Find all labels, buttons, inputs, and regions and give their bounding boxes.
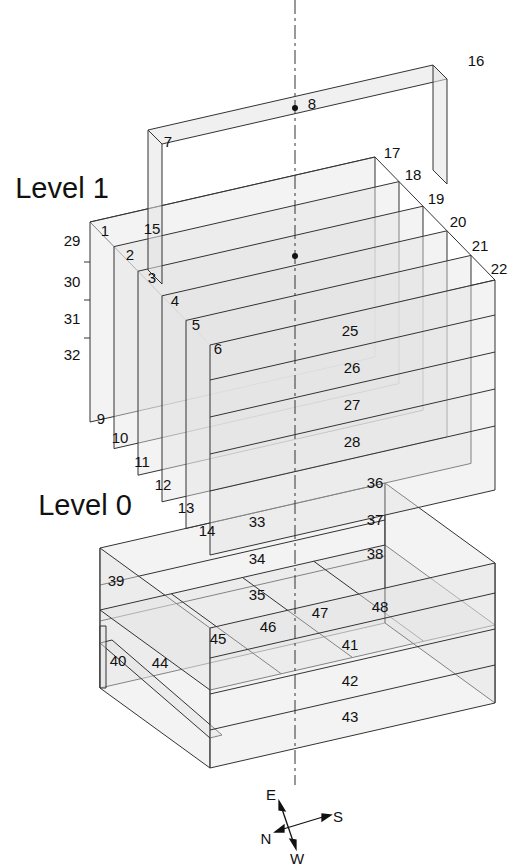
callout-number: 35 — [249, 587, 266, 602]
callout-number: 42 — [342, 673, 359, 688]
callout-number: 30 — [64, 274, 81, 289]
compass-letter: E — [266, 787, 276, 802]
callout-number: 3 — [148, 270, 156, 285]
callout-number: 26 — [344, 360, 361, 375]
wall-band-line — [210, 665, 495, 730]
wall-band-line — [210, 593, 495, 658]
callout-number: 37 — [367, 512, 384, 527]
callout-number: 28 — [344, 434, 361, 449]
band-tick — [84, 338, 90, 339]
compass — [275, 801, 331, 849]
vertical-axis — [295, 0, 296, 785]
callout-number: 44 — [152, 655, 169, 670]
band-tick — [84, 300, 90, 301]
callout-number: 9 — [97, 411, 105, 426]
callout-number: 18 — [405, 167, 422, 182]
callout-number: 10 — [112, 430, 129, 445]
callout-number: 38 — [367, 546, 384, 561]
callout-number: 48 — [372, 599, 389, 614]
wall-band-line — [210, 426, 495, 491]
callout-number: 6 — [214, 341, 222, 356]
callout-number: 2 — [126, 247, 134, 262]
callout-number: 15 — [144, 221, 161, 236]
callout-number: 33 — [249, 514, 266, 529]
callout-number: 32 — [64, 347, 81, 362]
frame-beam — [148, 65, 447, 144]
callout-number: 14 — [199, 523, 216, 538]
callout-number: 36 — [367, 475, 384, 490]
callout-number: 43 — [342, 709, 359, 724]
level-heading: Level 0 — [38, 491, 132, 520]
callout-number: 8 — [308, 96, 316, 111]
callout-number: 39 — [108, 573, 125, 588]
callout-number: 40 — [110, 653, 127, 668]
level-1-structure — [84, 157, 495, 555]
callout-number: 17 — [384, 145, 401, 160]
band-tick — [84, 262, 90, 263]
callout-number: 11 — [134, 454, 150, 469]
callout-number: 20 — [450, 214, 467, 229]
callout-number: 27 — [344, 397, 361, 412]
front-wall — [210, 563, 495, 768]
lower-strip — [100, 626, 106, 688]
compass-letter: W — [290, 851, 304, 866]
compass-letter: N — [261, 831, 272, 846]
wall-band-line — [210, 315, 495, 380]
callout-number: 25 — [342, 323, 359, 338]
callout-number: 29 — [64, 233, 81, 248]
callout-number: 1 — [101, 223, 109, 238]
callout-number: 47 — [312, 605, 329, 620]
level-heading: Level 1 — [15, 174, 109, 203]
wall-band-line — [210, 352, 495, 417]
callout-number: 31 — [64, 311, 81, 326]
callout-number: 34 — [249, 551, 266, 566]
roof-frame — [148, 65, 447, 284]
callout-number: 45 — [210, 631, 227, 646]
callout-number: 22 — [491, 261, 508, 276]
wall-band-line — [210, 629, 495, 694]
callout-number: 16 — [468, 53, 485, 68]
callout-number: 13 — [178, 500, 195, 515]
axis-point — [292, 105, 298, 111]
compass-letter: S — [333, 809, 343, 824]
axis-point — [292, 253, 298, 259]
wall-panel — [210, 280, 495, 555]
callout-number: 41 — [342, 637, 359, 652]
frame-leg — [433, 65, 447, 184]
callout-number: 46 — [260, 619, 277, 634]
callout-number: 4 — [171, 293, 179, 308]
callout-number: 5 — [192, 317, 200, 332]
callout-number: 21 — [472, 238, 489, 253]
callout-number: 12 — [155, 477, 172, 492]
lower-strip — [100, 640, 222, 738]
callout-number: 7 — [164, 134, 172, 149]
callout-number: 19 — [428, 191, 445, 206]
wall-band-line — [210, 389, 495, 454]
frame-leg — [148, 130, 162, 284]
